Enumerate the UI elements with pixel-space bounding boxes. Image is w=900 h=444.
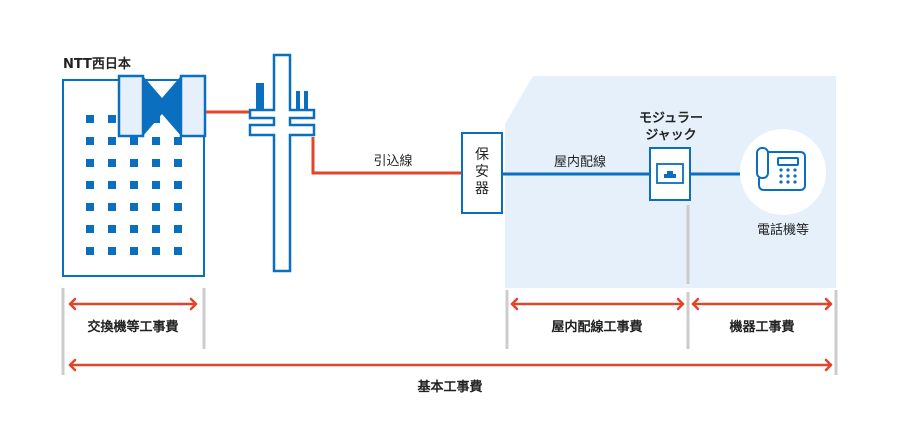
exchange-switch-icon: [117, 74, 207, 138]
building-window: [108, 203, 116, 211]
building-window: [152, 203, 160, 211]
building-window: [152, 225, 160, 233]
building-window: [152, 181, 160, 189]
basic-cost-arrow: [68, 358, 833, 372]
building-window: [86, 225, 94, 233]
protector-label-3: 器: [475, 181, 489, 197]
building-window: [174, 181, 182, 189]
indoor-wiring-cost-arrow: [510, 297, 685, 311]
building-window: [174, 137, 182, 145]
building-window: [108, 225, 116, 233]
building-window: [130, 203, 138, 211]
telephone-icon: [740, 129, 826, 215]
divider-lines: [61, 205, 838, 375]
company-label: NTT西日本: [63, 56, 131, 72]
indoor-wiring-cost-label: 屋内配線工事費: [551, 319, 642, 335]
building-window: [152, 247, 160, 255]
building-window: [108, 159, 116, 167]
building-window: [86, 247, 94, 255]
modular-jack-icon: [649, 147, 691, 201]
basic-cost-label: 基本工事費: [416, 379, 482, 395]
building-window: [108, 181, 116, 189]
building-window: [130, 225, 138, 233]
modular-jack-label-2: ジャック: [645, 128, 696, 143]
equipment-cost-arrow: [691, 297, 833, 311]
building-window: [86, 159, 94, 167]
building-window: [108, 137, 116, 145]
building-window: [174, 159, 182, 167]
building-window: [86, 203, 94, 211]
equipment-cost-label: 機器工事費: [729, 319, 794, 335]
building-window: [130, 159, 138, 167]
building-window: [174, 247, 182, 255]
building-window: [130, 181, 138, 189]
drop-wire-label: 引込線: [373, 153, 412, 169]
building-window: [174, 225, 182, 233]
protector-label-1: 保: [475, 147, 489, 163]
building-window: [174, 203, 182, 211]
exchange-cost-label: 交換機等工事費: [87, 319, 178, 335]
building-window: [108, 115, 116, 123]
building-window: [86, 115, 94, 123]
utility-pole-icon: [248, 53, 316, 273]
building-window: [86, 137, 94, 145]
building-window: [130, 247, 138, 255]
indoor-wiring-label: 屋内配線: [554, 154, 606, 170]
protector-label-2: 安: [475, 164, 489, 180]
exchange-cost-arrow: [68, 297, 198, 311]
building-window: [86, 181, 94, 189]
telephone-label: 電話機等: [757, 222, 809, 238]
building-window: [108, 247, 116, 255]
building-window: [130, 137, 138, 145]
building-window: [152, 159, 160, 167]
building-window: [152, 137, 160, 145]
modular-jack-label-1: モジュラー: [639, 111, 703, 126]
drop-wire-line: [206, 110, 462, 175]
